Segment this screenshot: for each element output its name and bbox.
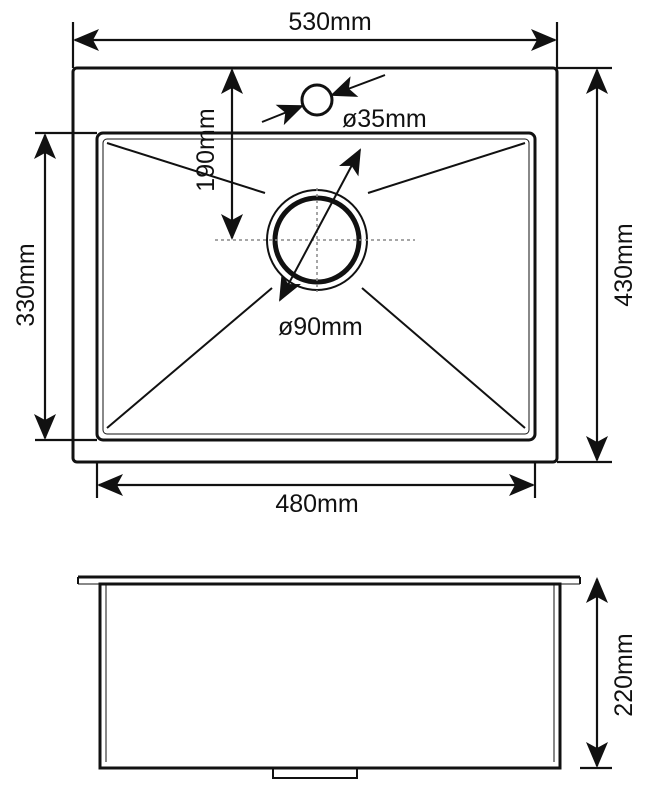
top-view: 530mm 430mm 330mm 190mm 480mm ø35mm	[12, 8, 638, 518]
dimension-height: 220mm	[580, 577, 638, 770]
sink-body	[98, 582, 562, 770]
outer-width-label: 530mm	[288, 8, 371, 36]
side-view: 220mm	[77, 575, 638, 779]
bowl-inner-edge	[102, 138, 530, 435]
drain-offset-label: 190mm	[192, 108, 220, 191]
dimension-inner-width: 480mm	[95, 462, 537, 518]
dimension-inner-depth: 330mm	[12, 131, 97, 442]
dimension-outer-depth: 430mm	[557, 66, 638, 464]
faucet-hole	[261, 74, 386, 126]
height-label: 220mm	[610, 633, 638, 716]
inner-width-label: 480mm	[275, 490, 358, 518]
drain-diameter-label: ø90mm	[278, 313, 363, 341]
inner-depth-label: 330mm	[12, 243, 40, 326]
sink-outer-rim	[71, 66, 559, 464]
drain-outlet	[272, 767, 358, 779]
faucet-hole-label: ø35mm	[342, 105, 427, 133]
drain-hole	[215, 148, 415, 302]
bowl-slope-lines	[106, 142, 526, 429]
sink-bowl	[95, 131, 537, 442]
dimension-drain-offset: 190mm	[192, 68, 243, 240]
dimension-outer-width: 530mm	[71, 8, 559, 68]
outer-depth-label: 430mm	[610, 223, 638, 306]
